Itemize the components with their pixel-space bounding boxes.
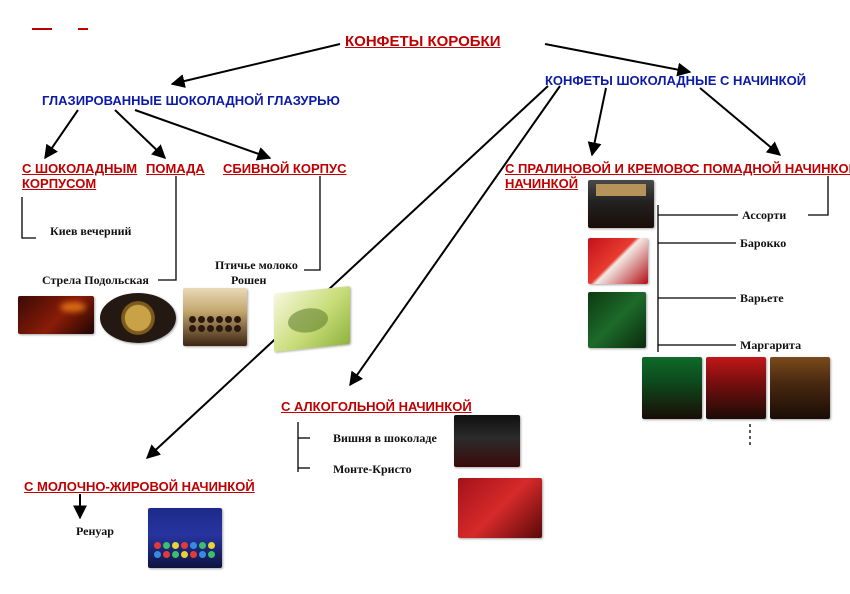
box-strela-open bbox=[183, 288, 247, 346]
item-margarita: Маргарита bbox=[740, 338, 802, 352]
bracket-fondant bbox=[158, 176, 177, 281]
item-renuar: Ренуар bbox=[76, 524, 114, 538]
label-chocolate-body: С ШОКОЛАДНЫМ КОРПУСОМ bbox=[22, 161, 138, 191]
arrow-root-to-filled bbox=[544, 43, 692, 77]
bracket-whipped bbox=[304, 176, 321, 271]
item-vishnya: Вишня в шоколаде bbox=[333, 431, 437, 445]
arrow-glazed-to-whipped bbox=[134, 109, 272, 161]
box-assorti bbox=[588, 180, 654, 228]
bracket-fondant-filling bbox=[808, 176, 829, 216]
item-ptichye-moloko: Птичье молоко Рошен bbox=[215, 258, 298, 287]
arrow-root-to-glazed bbox=[170, 43, 341, 88]
arrow-filled-to-milkfat bbox=[145, 85, 549, 459]
box-barokko bbox=[588, 238, 648, 284]
root-title: КОНФЕТЫ КОРОБКИ bbox=[345, 33, 501, 50]
label-milk-fat: С МОЛОЧНО-ЖИРОВОЙ НАЧИНКОЙ bbox=[24, 479, 255, 494]
glazed-title: ГЛАЗИРОВАННЫЕ ШОКОЛАДНОЙ ГЛАЗУРЬЮ bbox=[42, 93, 340, 108]
arrow-glazed-to-fondant bbox=[114, 109, 167, 159]
box-margarita-brown bbox=[770, 357, 830, 419]
item-monte-kristo: Монте-Кристо bbox=[333, 462, 412, 476]
arrow-filled-to-fondant-filling bbox=[699, 87, 782, 156]
box-vishnya-v-shokolade bbox=[454, 415, 520, 467]
item-assorti: Ассорти bbox=[742, 208, 787, 222]
label-whipped: СБИВНОЙ КОРПУС bbox=[223, 161, 347, 176]
box-ptichye-moloko bbox=[274, 286, 350, 352]
item-kiev-vecherniy: Киев вечерний bbox=[50, 224, 132, 238]
filled-title: КОНФЕТЫ ШОКОЛАДНЫЕ С НАЧИНКОЙ bbox=[545, 73, 807, 88]
box-monte-kristo bbox=[458, 478, 542, 538]
label-fondant: ПОМАДА bbox=[146, 161, 205, 176]
item-varyete: Варьете bbox=[740, 291, 784, 305]
arrow-filled-to-praline bbox=[587, 87, 607, 157]
arrow-glazed-to-chocolate bbox=[44, 109, 79, 160]
label-praline: С ПРАЛИНОВОЙ И КРЕМОВО НАЧИНКОЙ bbox=[505, 161, 693, 191]
item-strela-podolskaya: Стрела Подольская bbox=[42, 273, 149, 287]
box-varyete bbox=[588, 292, 646, 348]
box-renuar bbox=[148, 508, 222, 568]
item-barokko: Барокко bbox=[740, 236, 787, 250]
box-margarita-red bbox=[706, 357, 766, 419]
label-alcohol: С АЛКОГОЛЬНОЙ НАЧИНКОЙ bbox=[281, 399, 472, 414]
box-strela-podolskaya bbox=[100, 293, 176, 343]
label-fondant-filling: С ПОМАДНОЙ НАЧИНКОЙ bbox=[690, 161, 850, 176]
bracket-chocolate-body bbox=[21, 197, 36, 239]
box-margarita-green bbox=[642, 357, 702, 419]
box-kiev-vecherniy bbox=[18, 296, 94, 334]
arrow-filled-to-alcohol bbox=[349, 85, 561, 387]
